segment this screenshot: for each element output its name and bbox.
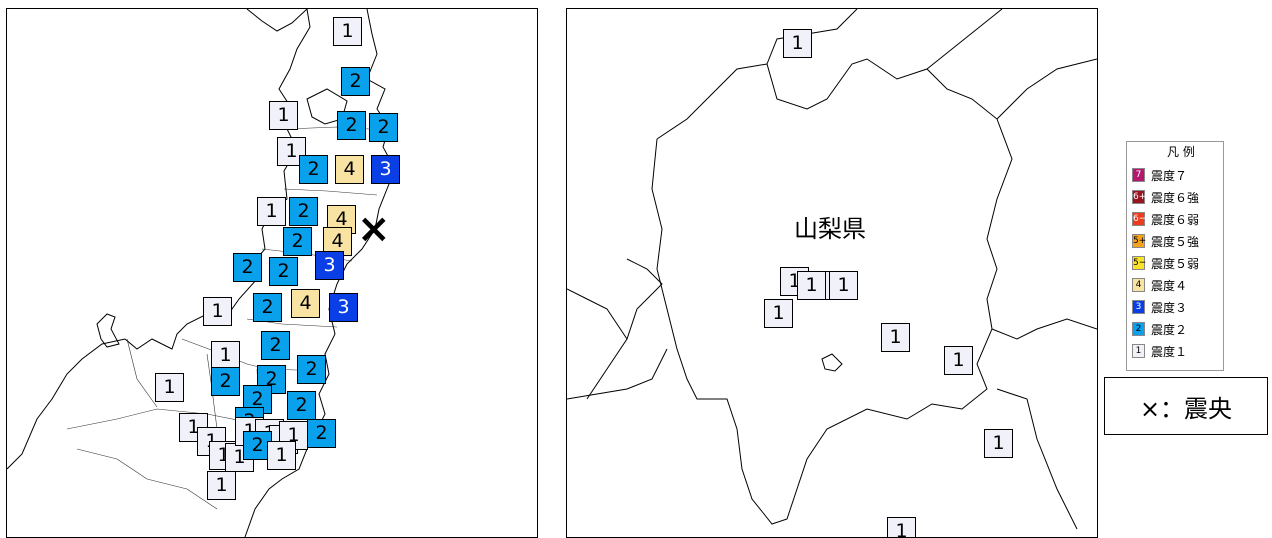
left-intensity-1-marker: 1	[211, 341, 240, 370]
epicenter-note-box: ×：震央	[1104, 377, 1268, 435]
left-intensity-2-marker: 2	[307, 419, 336, 448]
left-intensity-1-marker: 1	[257, 197, 286, 226]
legend-swatch-icon: 4	[1132, 278, 1145, 292]
legend-label: 震度６強	[1151, 190, 1200, 205]
legend-label: 震度２	[1151, 322, 1188, 337]
left-intensity-2-marker: 2	[341, 67, 370, 96]
epicenter-note-label: ×：震央	[1139, 394, 1233, 423]
legend-title: 凡 例	[1167, 145, 1195, 159]
legend-row: 5− 震度５弱	[1132, 254, 1199, 272]
legend-row: 4 震度４	[1132, 276, 1187, 294]
legend-row: 1 震度１	[1132, 342, 1187, 360]
prefecture-border-layer	[567, 9, 1097, 530]
legend-label: 震度４	[1151, 278, 1188, 293]
left-intensity-2-marker: 2	[269, 257, 298, 286]
left-intensity-2-marker: 2	[287, 391, 316, 420]
legend-row: 2 震度２	[1132, 320, 1187, 338]
legend-label: 震度３	[1151, 300, 1188, 315]
left-intensity-1-marker: 1	[269, 101, 298, 130]
intensity-legend: 凡 例 7 震度７ 6+ 震度６強 6− 震度６弱 5+ 震度５強 5− 震度５弱 4 震度４ 3 震度３…	[1126, 141, 1224, 371]
left-intensity-2-marker: 2	[283, 227, 312, 256]
regional-intensity-map: × 12122124312424322124312221222221111111…	[6, 8, 538, 538]
left-intensity-2-marker: 2	[337, 111, 366, 140]
left-intensity-1-marker: 1	[203, 297, 232, 326]
left-intensity-2-marker: 2	[297, 355, 326, 384]
left-intensity-2-marker: 2	[289, 197, 318, 226]
legend-row: 3 震度３	[1132, 298, 1187, 316]
left-intensity-2-marker: 2	[369, 113, 398, 142]
left-intensity-3-marker: 3	[371, 155, 400, 184]
left-intensity-1-marker: 1	[267, 441, 296, 470]
legend-row: 7 震度７	[1132, 166, 1187, 184]
left-intensity-4-marker: 4	[335, 155, 364, 184]
right-intensity-1-marker: 1	[829, 271, 858, 300]
right-intensity-1-marker: 1	[783, 29, 812, 58]
left-intensity-2-marker: 2	[253, 293, 282, 322]
legend-swatch-icon: 2	[1132, 322, 1145, 336]
left-intensity-1-marker: 1	[155, 373, 184, 402]
legend-swatch-icon: 1	[1132, 344, 1145, 358]
legend-label: 震度６弱	[1151, 212, 1200, 227]
legend-swatch-icon: 3	[1132, 300, 1145, 314]
left-intensity-2-marker: 2	[261, 331, 290, 360]
prefecture-label: 山梨県	[794, 215, 866, 243]
left-intensity-2-marker: 2	[233, 253, 262, 282]
left-intensity-2-marker: 2	[211, 367, 240, 396]
right-intensity-1-marker: 1	[881, 323, 910, 352]
right-intensity-1-marker: 1	[984, 429, 1013, 458]
legend-swatch-icon: 6+	[1132, 190, 1147, 204]
right-intensity-1-marker: 1	[797, 271, 826, 300]
legend-swatch-icon: 5+	[1132, 234, 1147, 248]
legend-label: 震度５弱	[1151, 256, 1200, 271]
legend-swatch-icon: 6−	[1132, 212, 1147, 226]
legend-swatch-icon: 7	[1132, 168, 1145, 182]
left-intensity-2-marker: 2	[299, 155, 328, 184]
right-intensity-1-marker: 1	[764, 299, 793, 328]
local-intensity-map: 山梨県 1111111111	[566, 8, 1098, 538]
right-intensity-1-marker: 1	[887, 517, 916, 537]
legend-label: 震度５強	[1151, 234, 1200, 249]
legend-label: 震度７	[1151, 168, 1188, 183]
left-intensity-3-marker: 3	[315, 251, 344, 280]
left-intensity-4-marker: 4	[291, 289, 320, 318]
left-intensity-1-marker: 1	[207, 471, 236, 500]
legend-row: 6+ 震度６強	[1132, 188, 1199, 206]
epicenter-mark-icon: ×	[357, 206, 391, 252]
legend-row: 5+ 震度５強	[1132, 232, 1199, 250]
left-intensity-1-marker: 1	[333, 17, 362, 46]
legend-label: 震度１	[1151, 344, 1188, 359]
left-intensity-3-marker: 3	[329, 293, 358, 322]
legend-swatch-icon: 5−	[1132, 256, 1147, 270]
right-intensity-1-marker: 1	[944, 346, 973, 375]
legend-row: 6− 震度６弱	[1132, 210, 1199, 228]
